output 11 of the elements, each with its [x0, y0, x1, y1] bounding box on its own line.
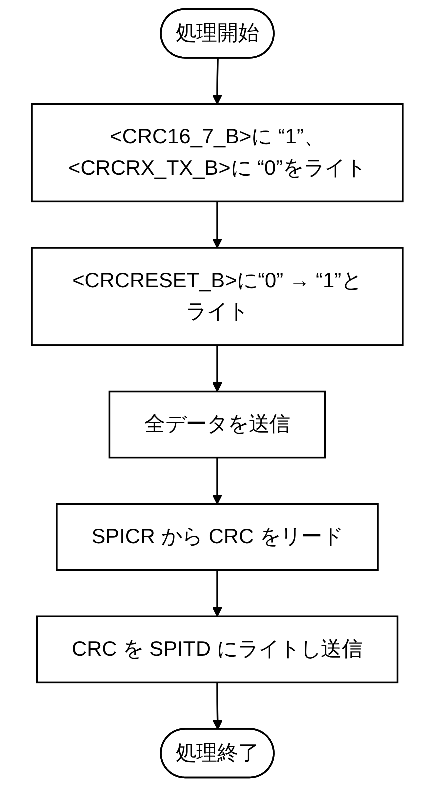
arrow	[212, 682, 223, 730]
node-box: SPICR から CRC をリード	[56, 503, 379, 572]
node-box: <CRC16_7_B>に “1”、<CRCRX_TX_B>に “0”をライト	[31, 103, 404, 203]
node-box: CRC を SPITD にライトし送信	[36, 616, 399, 684]
arrow	[212, 58, 223, 105]
arrow	[212, 570, 223, 618]
arrow	[212, 202, 223, 248]
arrow	[212, 345, 223, 392]
arrow	[212, 458, 223, 505]
node-box: 全データを送信	[108, 390, 326, 459]
node-box: <CRCRESET_B>に“0” → “1”とライト	[31, 247, 404, 346]
